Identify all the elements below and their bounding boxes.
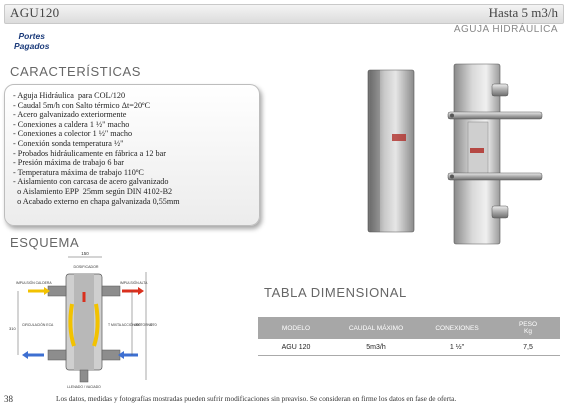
feature-item: o Aislamiento EPP 25mm según DIN 4102-B2 bbox=[13, 186, 173, 196]
feature-item: o Acabado externo en chapa galvanizada 0… bbox=[13, 196, 180, 206]
label-left-top: IMPULSIÓN CALDERA bbox=[16, 280, 52, 285]
th-connections: CONEXIONES bbox=[418, 317, 496, 339]
feature-item: - Conexiones a colector 1 ½" macho bbox=[13, 129, 133, 139]
feature-item: - Acero galvanizado exteriormente bbox=[13, 110, 127, 120]
feature-item: - Aislamiento con carcasa de acero galva… bbox=[13, 177, 169, 187]
th-model: MODELO bbox=[258, 317, 334, 339]
cell-model: AGU 120 bbox=[258, 339, 334, 356]
label-left-mid: CIRCULACIÓN ECA bbox=[22, 322, 54, 327]
dim-right-outer: 570 bbox=[150, 322, 157, 327]
dim-top: 150 bbox=[81, 251, 89, 256]
label-right-mid: T MIXTA ACCIÓN RETORNO bbox=[108, 322, 153, 327]
label-bottom: LLENADO / VACIADO bbox=[67, 385, 101, 389]
shipping-line-2: Pagados bbox=[14, 41, 50, 51]
feature-item: - Presión máxima de trabajo 6 bar bbox=[13, 158, 124, 168]
table-header-row: MODELO CAUDAL MÁXIMO CONEXIONES PESO Kg bbox=[258, 317, 560, 339]
page-number: 38 bbox=[4, 394, 13, 404]
label-sticker bbox=[392, 134, 406, 141]
model-title: AGU120 bbox=[10, 5, 60, 20]
th-flow: CAUDAL MÁXIMO bbox=[334, 317, 418, 339]
feature-item: - Caudal 5m/h con Salto térmico Δt=20ºC bbox=[13, 100, 151, 110]
label-top: DOSIFICADOR bbox=[74, 265, 99, 269]
th-weight: PESO Kg bbox=[496, 317, 560, 339]
feature-item: - Conexiones a caldera 1 ½" macho bbox=[13, 119, 130, 129]
cell-flow: 5m3/h bbox=[334, 339, 418, 356]
dim-right-inner: 400 bbox=[134, 322, 141, 327]
header-bar bbox=[4, 4, 564, 24]
schema-diagram: 150 DOSIFICADOR IMPULSIÓN CALDERA IMPULS… bbox=[9, 251, 157, 389]
capacity-title: Hasta 5 m3/h bbox=[488, 5, 558, 20]
footer-note: Los datos, medidas y fotografías mostrad… bbox=[56, 394, 457, 403]
table-row: AGU 120 5m3/h 1 ½" 7,5 bbox=[258, 339, 560, 356]
cell-connections: 1 ½" bbox=[418, 339, 496, 356]
th-weight-label: PESO bbox=[518, 321, 538, 328]
table-title: TABLA DIMENSIONAL bbox=[264, 285, 407, 300]
shipping-badge: Portes Pagados bbox=[14, 31, 49, 51]
feature-item: - Aguja Hidráulica para COL/120 bbox=[13, 91, 126, 100]
shipping-line-1: Portes bbox=[18, 31, 45, 41]
th-weight-unit: Kg bbox=[524, 328, 532, 335]
feature-item: - Temperatura máxima de trabajo 110ºC bbox=[13, 167, 144, 177]
dim-left: 310 bbox=[9, 326, 16, 331]
features-card: - Aguja Hidráulica para COL/120- Caudal … bbox=[4, 84, 260, 226]
dimension-table: MODELO CAUDAL MÁXIMO CONEXIONES PESO Kg … bbox=[258, 317, 560, 356]
schema-title: ESQUEMA bbox=[10, 235, 80, 250]
cell-weight: 7,5 bbox=[496, 339, 560, 356]
label-right-top: IMPULSIÓN ALTA bbox=[120, 280, 148, 285]
feature-item: - Probados hidráulicamente en fábrica a … bbox=[13, 148, 166, 158]
features-list: - Aguja Hidráulica para COL/120- Caudal … bbox=[13, 91, 180, 206]
feature-item: - Conexión sonda temperatura ½" bbox=[13, 138, 124, 148]
product-subtitle: AGUJA HIDRÁULICA bbox=[453, 24, 558, 35]
features-title: CARACTERÍSTICAS bbox=[10, 64, 142, 79]
product-photo bbox=[367, 63, 543, 245]
